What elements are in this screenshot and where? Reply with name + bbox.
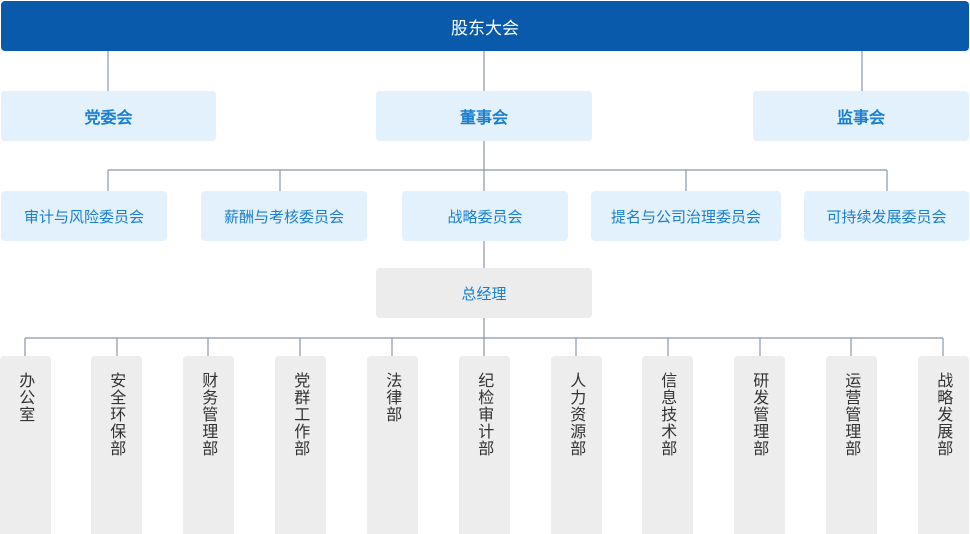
dept-operations-label: 运营管理部 <box>842 372 862 457</box>
dept-legal: 法律部 <box>367 356 418 534</box>
dept-discipline-audit-label: 纪检审计部 <box>475 372 495 457</box>
shareholders-meeting-label: 股东大会 <box>451 18 519 39</box>
dept-strategy-development: 战略发展部 <box>918 356 969 534</box>
party-committee-box: 党委会 <box>1 91 216 141</box>
shareholders-meeting-box: 股东大会 <box>1 1 969 51</box>
general-manager-box: 总经理 <box>376 268 592 318</box>
party-committee-label: 党委会 <box>84 108 133 127</box>
dept-it: 信息技术部 <box>642 356 693 534</box>
dept-operations: 运营管理部 <box>826 356 877 534</box>
dept-finance-label: 财务管理部 <box>199 372 219 457</box>
committee-audit-risk-label: 审计与风险委员会 <box>23 207 144 226</box>
dept-strategy-development-label: 战略发展部 <box>934 372 954 457</box>
committee-strategy-label: 战略委员会 <box>447 207 523 226</box>
dept-legal-label: 法律部 <box>383 372 403 423</box>
dept-office: 办公室 <box>0 356 51 534</box>
dept-office-label: 办公室 <box>16 372 36 423</box>
committee-nomination-governance-label: 提名与公司治理委员会 <box>610 207 761 226</box>
committee-strategy: 战略委员会 <box>402 191 568 241</box>
committee-audit-risk: 审计与风险委员会 <box>1 191 167 241</box>
committee-nomination-governance: 提名与公司治理委员会 <box>591 191 781 241</box>
dept-human-resources: 人力资源部 <box>551 356 602 534</box>
committee-compensation: 薪酬与考核委员会 <box>201 191 367 241</box>
dept-safety-environment-label: 安全环保部 <box>107 372 127 457</box>
board-of-directors-label: 董事会 <box>459 108 508 127</box>
dept-rd-management: 研发管理部 <box>734 356 785 534</box>
general-manager-label: 总经理 <box>461 284 507 303</box>
board-of-directors-box: 董事会 <box>376 91 592 141</box>
supervisory-board-label: 监事会 <box>836 108 885 127</box>
dept-it-label: 信息技术部 <box>658 372 678 457</box>
dept-human-resources-label: 人力资源部 <box>567 372 587 457</box>
dept-discipline-audit: 纪检审计部 <box>459 356 510 534</box>
committee-compensation-label: 薪酬与考核委员会 <box>223 207 344 226</box>
dept-party-affairs-label: 党群工作部 <box>291 372 311 457</box>
dept-safety-environment: 安全环保部 <box>91 356 142 534</box>
committee-sustainability-label: 可持续发展委员会 <box>826 207 947 226</box>
dept-party-affairs: 党群工作部 <box>275 356 326 534</box>
committee-sustainability: 可持续发展委员会 <box>804 191 969 241</box>
dept-finance: 财务管理部 <box>183 356 234 534</box>
supervisory-board-box: 监事会 <box>753 91 969 141</box>
dept-rd-management-label: 研发管理部 <box>750 372 770 457</box>
